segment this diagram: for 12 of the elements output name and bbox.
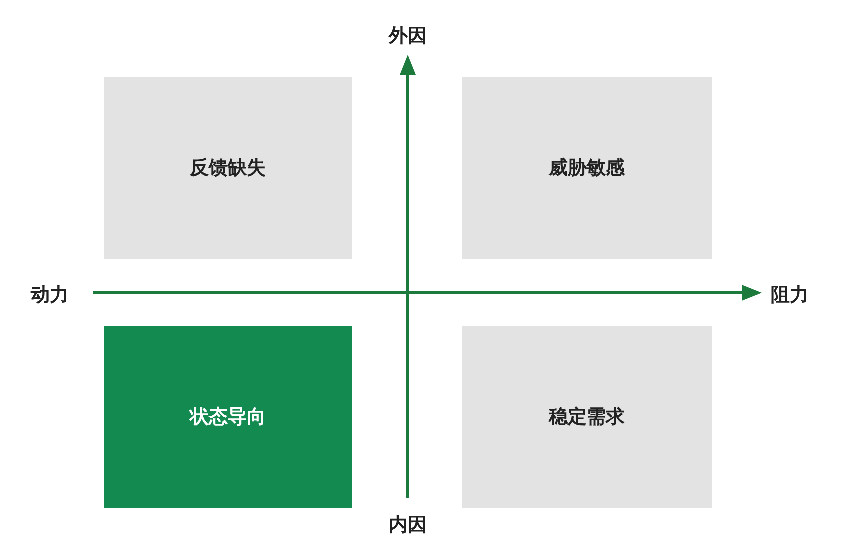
quadrant-box bbox=[104, 326, 352, 508]
axis-label: 内因 bbox=[389, 513, 427, 538]
quadrant-box bbox=[462, 77, 712, 259]
axis-label: 外因 bbox=[389, 24, 427, 49]
quadrant-title: 威胁敏感 bbox=[549, 156, 625, 181]
quadrant-title: 稳定需求 bbox=[549, 405, 625, 430]
quadrant-box bbox=[462, 326, 712, 508]
quadrant-title: 状态导向 bbox=[190, 405, 266, 430]
quadrant-box bbox=[104, 77, 352, 259]
quadrant-title: 反馈缺失 bbox=[190, 156, 266, 181]
axis-label: 动力 bbox=[31, 283, 69, 308]
axis-label: 阻力 bbox=[771, 283, 809, 308]
